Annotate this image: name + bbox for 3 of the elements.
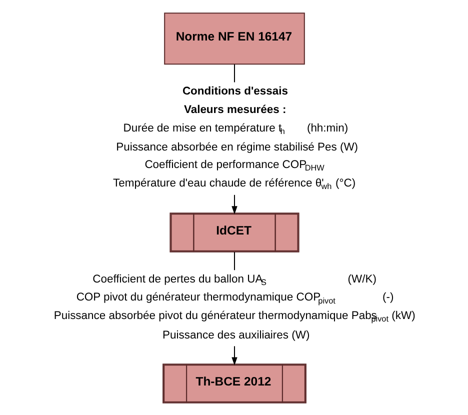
node-box: Norme NF EN 16147 [164,12,304,64]
arrow [231,346,237,365]
arrow [231,194,237,214]
